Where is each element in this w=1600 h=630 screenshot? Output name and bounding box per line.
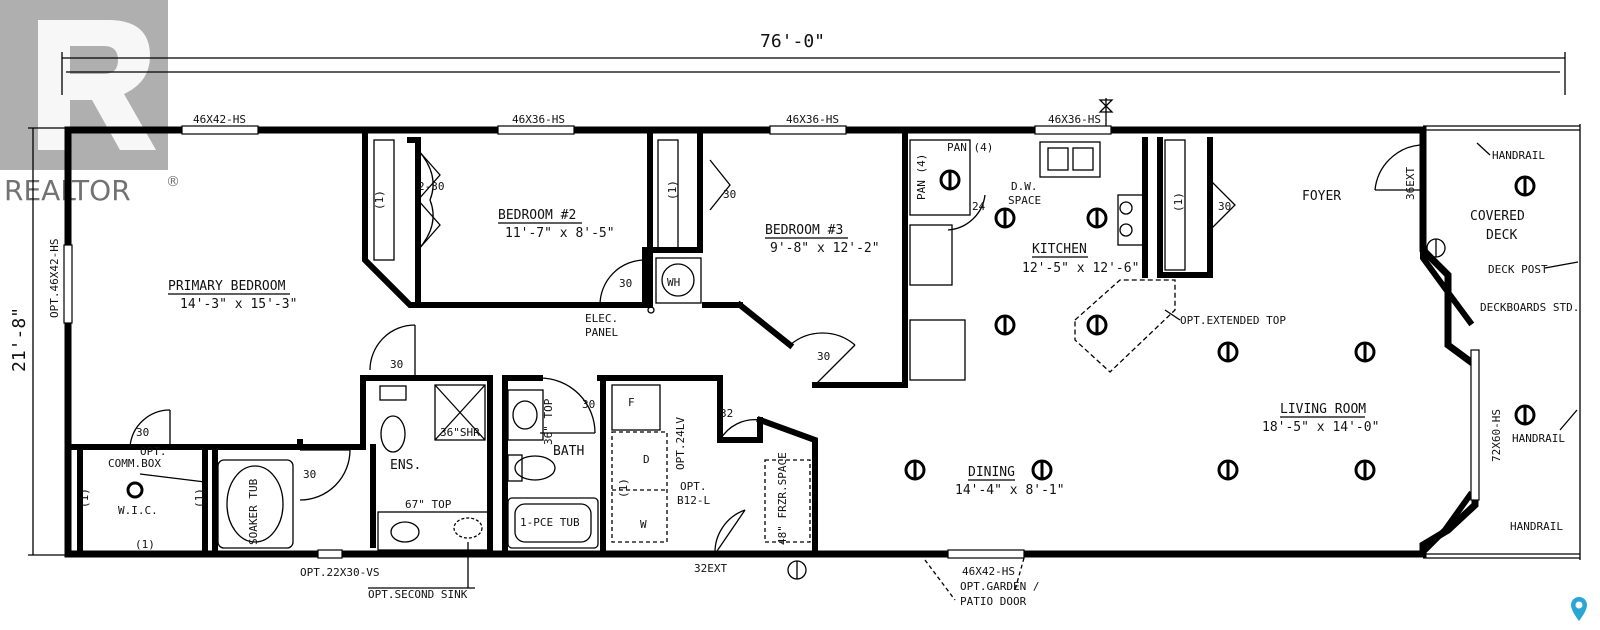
bottom-windows: OPT.22X30-VS 46X42-HS [300,549,1025,579]
door-label-30-ens: 30 [303,468,316,481]
door-label-30-bath: 30 [582,398,595,411]
closet-door-label: 2-30 [418,180,445,193]
width-dimension-label: 76'-0" [760,31,825,52]
door-label-30-bed3-closet: 30 [723,188,736,201]
elec-panel-label-2: PANEL [585,326,618,339]
door-label-36ext: 36EXT [1404,167,1417,200]
opt-second-sink-label: OPT.SECOND SINK [368,588,468,601]
door-label-32ext: 32EXT [694,562,727,575]
annotations: 2-30 (1) (1) (1) (1) (1) (1) (1) 30 30 3… [78,141,1417,608]
vanity-top-67: 67" TOP [405,498,452,511]
shelf-label-2: (1) [666,180,679,200]
deck-name-line2: DECK [1486,228,1517,243]
opt-b12l-2: B12-L [677,494,710,507]
door-label-24: 24 [972,200,986,213]
elec-panel-label-1: ELEC. [585,312,618,325]
depth-dimension-label: 21'-8" [9,307,30,372]
living-room-name: LIVING ROOM [1280,402,1366,417]
covered-deck: COVERED DECK HANDRAIL HANDRAIL HANDRAIL … [1423,124,1581,560]
ensuite-name: ENS. [390,458,421,473]
foyer-name: FOYER [1302,189,1341,204]
door-label-30-primary: 30 [390,358,403,371]
top-windows: 46X42-HS 46X36-HS 46X36-HS 46X36-HS [181,98,1114,135]
door-label-30-bed3: 30 [817,350,830,363]
handrail-label-1: HANDRAIL [1492,149,1545,162]
map-pin-icon [1571,597,1587,621]
door-label-32: 32 [720,407,733,420]
dimension-width: 76'-0" [61,31,1566,95]
living-room-size: 18'-5" x 14'-0" [1262,420,1379,435]
bedroom3-name: BEDROOM #3 [765,223,843,238]
kitchen-size: 12'-5" x 12'-6" [1022,261,1139,276]
handrail-label-3: HANDRAIL [1510,520,1563,533]
interior-walls [65,127,1213,557]
opt-comm-box-2: COMM.BOX [108,457,161,470]
window-label-2: 46X36-HS [512,113,565,126]
door-label-30-foyer: 30 [1218,200,1231,213]
fixtures [217,139,1186,551]
opt-b12l-1: OPT. [680,480,707,493]
primary-bedroom-name: PRIMARY BEDROOM [168,279,286,294]
window-label-4: 46X36-HS [1048,113,1101,126]
window-label-bottom-2: 46X42-HS [962,565,1015,578]
shelf-label-4: (1) [78,488,91,508]
registered-mark: ® [166,174,180,190]
window-label-left: OPT.46X42-HS [48,239,61,318]
soaker-tub-label: SOAKER TUB [247,478,260,545]
window-label-right: 72X60-HS [1490,409,1503,462]
shelf-label-1: (1) [373,190,386,210]
dimension-depth: 21'-8" [9,127,70,556]
door-label-30-wh: 30 [619,277,632,290]
freezer-space-label: 48" FRZR.SPACE [776,452,789,545]
room-labels: PRIMARY BEDROOM 14'-3" x 15'-3" BEDROOM … [118,189,1379,517]
left-window: OPT.46X42-HS [48,239,73,324]
opt-comm-box-1: OPT. [140,445,167,458]
washer-label: W [640,518,647,531]
deckboards-label: DECKBOARDS STD. [1480,301,1579,314]
dw-label-2: SPACE [1008,194,1041,207]
shelf-label-6: (1) [135,538,155,551]
opt-extended-top-label: OPT.EXTENDED TOP [1180,314,1286,327]
dw-label-1: D.W. [1011,180,1038,193]
wic-name: W.I.C. [118,504,158,517]
deck-name-line1: COVERED [1470,209,1525,224]
shelf-label-3: (1) [1172,192,1185,212]
bedroom2-size: 11'-7" x 8'-5" [505,226,615,241]
bedroom3-size: 9'-8" x 12'-2" [770,241,880,256]
kitchen-name: KITCHEN [1032,242,1087,257]
freezer-f-label: F [628,396,635,409]
vanity-top-36: 36" TOP [542,398,555,445]
window-label-bottom-1: OPT.22X30-VS [300,566,379,579]
right-window: 72X60-HS [1470,349,1503,501]
shelf-label-7: (1) [617,478,630,498]
tub-1pce-label: 1-PCE TUB [520,516,580,529]
pan-label-side: PAN (4) [915,154,928,200]
realtor-logo: REALTOR ® [0,0,180,207]
primary-bedroom-size: 14'-3" x 15'-3" [180,297,297,312]
door-label-30-wic: 30 [136,426,149,439]
shelf-label-5: (1) [193,488,206,508]
window-label-1: 46X42-HS [193,113,246,126]
deck-post-label: DECK POST [1488,263,1548,276]
window-label-3: 46X36-HS [786,113,839,126]
opt-garden-door-1: OPT.GARDEN / [960,580,1039,593]
opt-24lv-label: OPT.24LV [674,417,687,470]
dining-size: 14'-4" x 8'-1" [955,483,1065,498]
pan-label-top: PAN (4) [947,141,993,154]
opt-garden-door-2: PATIO DOOR [960,595,1027,608]
doors [129,144,1421,555]
handrail-label-2: HANDRAIL [1512,432,1565,445]
ceiling-lights [126,169,1536,580]
bath-name: BATH [553,444,584,459]
shower-label: 36"SHR [440,426,480,439]
exterior-walls [64,126,1479,558]
dryer-label: D [643,453,650,466]
water-heater-label: WH [667,276,680,289]
dining-name: DINING [968,465,1015,480]
bedroom2-name: BEDROOM #2 [498,208,576,223]
